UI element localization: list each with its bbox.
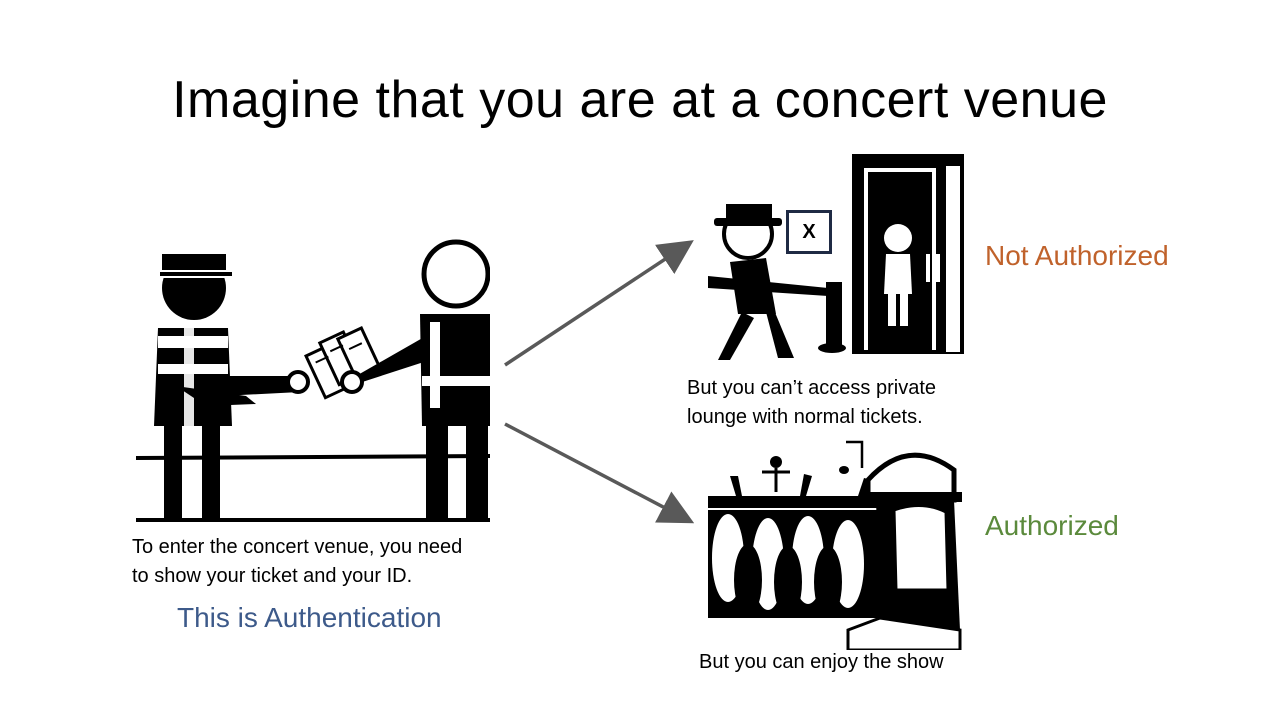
authentication-label: This is Authentication [177,602,442,633]
top-right-caption-line2: lounge with normal tickets. [687,406,923,428]
left-caption: To enter the concert venue, you need to … [132,533,512,591]
x-mark: X [802,220,816,243]
arrow-down-right-icon [504,422,695,524]
slide-title: Imagine that you are at a concert venue [172,71,1108,129]
concert-crowd-illustration [708,440,962,650]
top-right-caption-line1: But you can’t access private [687,377,937,399]
bottom-right-caption: But you can enjoy the show [699,651,944,673]
private-lounge-illustration [708,154,964,362]
x-box: X [786,210,832,254]
left-caption-line2: to show your ticket and your ID. [132,565,413,587]
top-right-caption: But you can’t access private lounge with… [687,374,987,432]
arrow-up-right-icon [504,240,694,367]
authorized-label: Authorized [985,510,1119,541]
left-caption-line1: To enter the concert venue, you need [132,536,463,558]
not-authorized-label: Not Authorized [985,240,1169,271]
ticket-exchange-illustration [136,236,490,524]
